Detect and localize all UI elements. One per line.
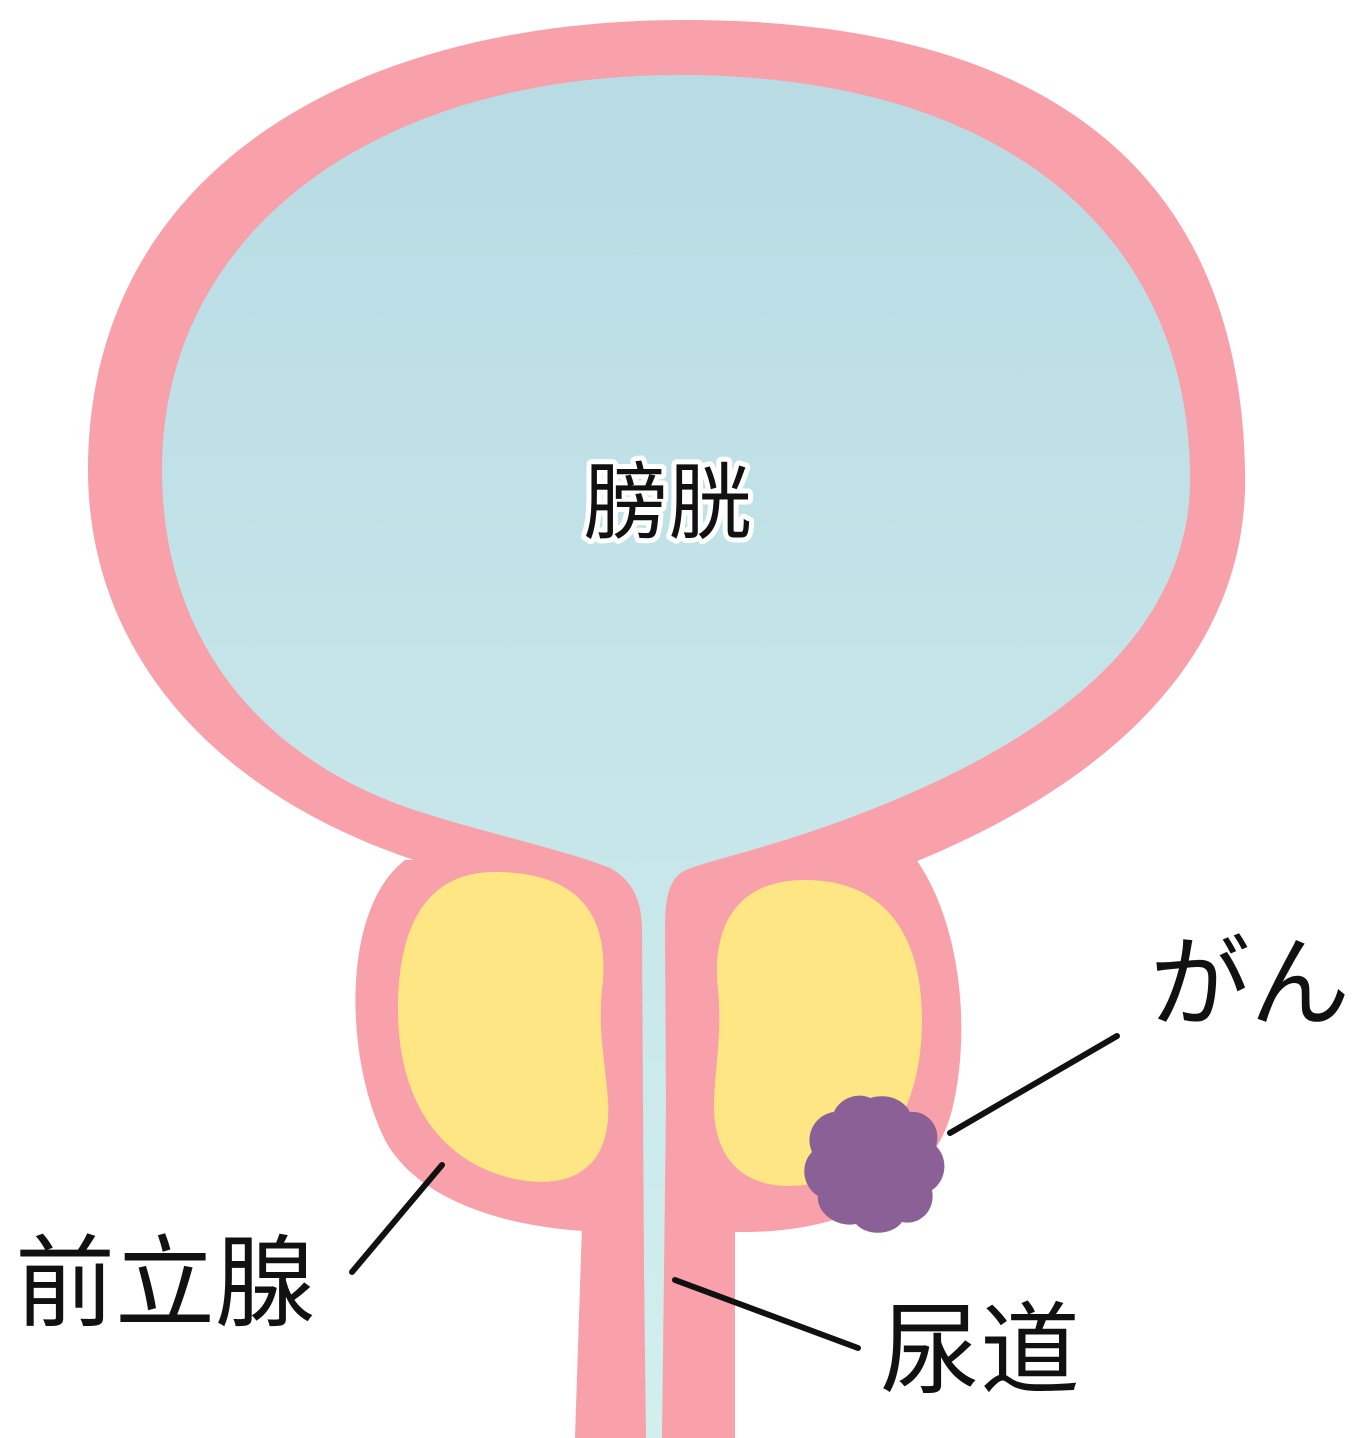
- urethra-leader-line: [672, 1277, 861, 1351]
- prostate-lobe-left: [398, 872, 609, 1182]
- bladder-label: 膀胱: [584, 454, 752, 552]
- prostate-leader-line: [349, 1162, 445, 1275]
- urethra-left-wall: [606, 880, 646, 1438]
- urethra-label: 尿道: [880, 1292, 1080, 1409]
- cancer-leader-line: [947, 1033, 1120, 1136]
- bladder-lumen: [162, 75, 1191, 1438]
- cancer-label: がん: [1150, 925, 1350, 1042]
- urethra-right-wall: [662, 880, 706, 1438]
- cancer-tumor: [804, 1095, 945, 1233]
- prostate-label: 前立腺: [15, 1225, 315, 1342]
